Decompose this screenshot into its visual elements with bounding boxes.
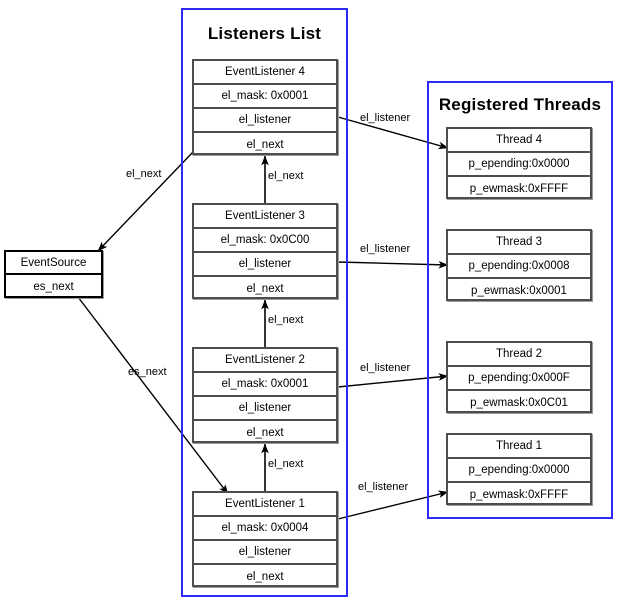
thread-1-p-epending: p_epending:0x0000 [448, 459, 590, 483]
eventlistener-1-el-mask: el_mask: 0x0004 [194, 517, 336, 541]
registered-threads-panel: Registered Threads [427, 81, 613, 519]
edge-label-el-next-3-2: el_next [268, 314, 304, 326]
edge-label-el-listener-2: el_listener [360, 362, 411, 374]
struct-eventlistener-4[interactable]: EventListener 4 el_mask: 0x0001 el_liste… [192, 59, 338, 155]
thread-4-p-epending: p_epending:0x0000 [448, 153, 590, 177]
eventlistener-1-el-listener: el_listener [194, 541, 336, 565]
thread-2-p-ewmask: p_ewmask:0x0C01 [470, 397, 568, 409]
eventlistener-2-name: EventListener 2 [194, 349, 336, 373]
eventlistener-4-el-mask: el_mask: 0x0001 [194, 85, 336, 109]
edge-label-el-next-2-1: el_next [268, 458, 304, 470]
thread-1-name: Thread 1 [448, 435, 590, 459]
eventlistener-1-el-next: el_next [246, 571, 284, 583]
thread-3-p-epending: p_epending:0x0008 [448, 255, 590, 279]
listeners-list-title: Listeners List [207, 24, 322, 43]
eventsource-name: EventSource [6, 252, 101, 275]
edge-label-el-next-4-3: el_next [268, 170, 304, 182]
struct-thread-2[interactable]: Thread 2 p_epending:0x000F p_ewmask:0x0C… [446, 341, 592, 413]
edge-label-el-listener-1: el_listener [358, 481, 409, 493]
eventlistener-3-el-mask: el_mask: 0x0C00 [194, 229, 336, 253]
edge-label-es-next-to-listener1: es_next [128, 366, 167, 378]
struct-eventlistener-2[interactable]: EventListener 2 el_mask: 0x0001 el_liste… [192, 347, 338, 443]
eventlistener-2-el-listener: el_listener [194, 397, 336, 421]
struct-eventlistener-1[interactable]: EventListener 1 el_mask: 0x0004 el_liste… [192, 491, 338, 587]
listeners-list-panel: Listeners List [181, 8, 348, 597]
thread-4-name: Thread 4 [448, 129, 590, 153]
eventlistener-3-el-next: el_next [246, 283, 284, 295]
eventlistener-2-el-next: el_next [246, 427, 284, 439]
eventlistener-3-el-listener: el_listener [194, 253, 336, 277]
struct-thread-1[interactable]: Thread 1 p_epending:0x0000 p_ewmask:0xFF… [446, 433, 592, 505]
edge-label-el-next-to-eventsource: el_next [126, 168, 162, 180]
thread-2-name: Thread 2 [448, 343, 590, 367]
thread-2-p-epending: p_epending:0x000F [448, 367, 590, 391]
struct-thread-4[interactable]: Thread 4 p_epending:0x0000 p_ewmask:0xFF… [446, 127, 592, 199]
edge-label-el-listener-4: el_listener [360, 112, 411, 124]
eventlistener-1-name: EventListener 1 [194, 493, 336, 517]
struct-eventsource[interactable]: EventSource es_next [4, 250, 103, 298]
thread-3-name: Thread 3 [448, 231, 590, 255]
edge-label-el-listener-3: el_listener [360, 243, 411, 255]
eventlistener-4-el-next: el_next [246, 139, 284, 151]
eventlistener-4-el-listener: el_listener [194, 109, 336, 133]
thread-4-p-ewmask: p_ewmask:0xFFFF [469, 183, 569, 195]
eventlistener-2-el-mask: el_mask: 0x0001 [194, 373, 336, 397]
edge-el-next-to-eventsource [97, 151, 194, 252]
eventsource-es-next: es_next [33, 280, 74, 293]
thread-1-p-ewmask: p_ewmask:0xFFFF [469, 489, 569, 501]
struct-thread-3[interactable]: Thread 3 p_epending:0x0008 p_ewmask:0x00… [446, 229, 592, 301]
eventlistener-3-name: EventListener 3 [194, 205, 336, 229]
struct-eventlistener-3[interactable]: EventListener 3 el_mask: 0x0C00 el_liste… [192, 203, 338, 299]
eventlistener-4-name: EventListener 4 [194, 61, 336, 85]
registered-threads-title: Registered Threads [438, 95, 602, 114]
thread-3-p-ewmask: p_ewmask:0x0001 [471, 285, 567, 297]
